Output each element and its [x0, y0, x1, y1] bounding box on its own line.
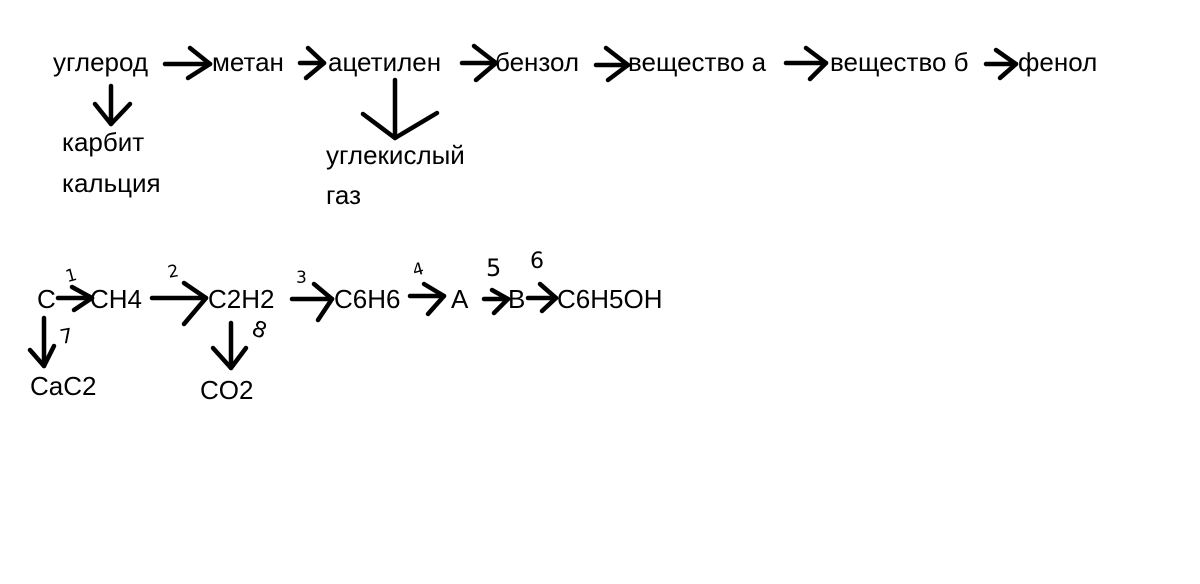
arrow-c6h6-to-a: [407, 281, 447, 317]
step-number-3: 3: [296, 268, 307, 288]
arrow-acetylene-to-benzene: [459, 43, 499, 83]
word-carbon: углерод: [53, 47, 149, 77]
arrow-c2h2-to-c6h6: [289, 281, 335, 323]
word-substance-a: вещество а: [628, 47, 767, 77]
formula-c2h2: C2H2: [208, 284, 275, 314]
formula-c6h5oh: C6H5OH: [557, 284, 663, 314]
word-carbon-dioxide-line1: углекислый: [326, 140, 465, 170]
arrow-a-to-b: [481, 287, 511, 316]
step-number-5: 5: [486, 254, 502, 282]
formula-c: C: [37, 284, 56, 314]
formula-cac2: CaC2: [30, 371, 97, 401]
step-number-6: 6: [530, 249, 544, 274]
arrow-substance-a-to-substance-b: [783, 45, 829, 82]
formula-c6h6: C6H6: [334, 284, 401, 314]
arrow-c-to-ch4: [55, 284, 95, 313]
word-benzene: бензол: [495, 47, 580, 77]
formula-ch4: CH4: [90, 284, 143, 314]
arrow-carbon-to-methane: [162, 45, 213, 81]
arrow-ch4-to-c2h2: [149, 280, 209, 327]
formula-a: A: [451, 284, 469, 314]
word-phenol: фенол: [1018, 47, 1098, 77]
word-calcium-carbide-line2: кальция: [62, 168, 161, 198]
word-substance-b: вещество б: [830, 47, 969, 77]
arrow-substance-b-to-phenol: [983, 47, 1019, 81]
arrow-carbon-to-calcium-carbide: [92, 83, 133, 127]
arrow-acetylene-to-carbon-dioxide: [360, 77, 440, 141]
arrow-benzene-to-substance-a: [593, 45, 631, 83]
arrow-c-to-cac2: [27, 315, 57, 369]
word-carbon-dioxide-line2: газ: [326, 180, 362, 210]
arrow-methane-to-acetylene: [297, 45, 327, 81]
arrow-b-to-c6h5oh: [525, 281, 559, 314]
formula-co2: CO2: [200, 375, 254, 405]
word-methane: метан: [212, 47, 284, 77]
arrow-c2h2-to-co2: [210, 320, 249, 371]
word-calcium-carbide-line1: карбит: [62, 127, 145, 157]
word-acetylene: ацетилен: [328, 47, 442, 77]
formula-b: B: [508, 284, 526, 314]
